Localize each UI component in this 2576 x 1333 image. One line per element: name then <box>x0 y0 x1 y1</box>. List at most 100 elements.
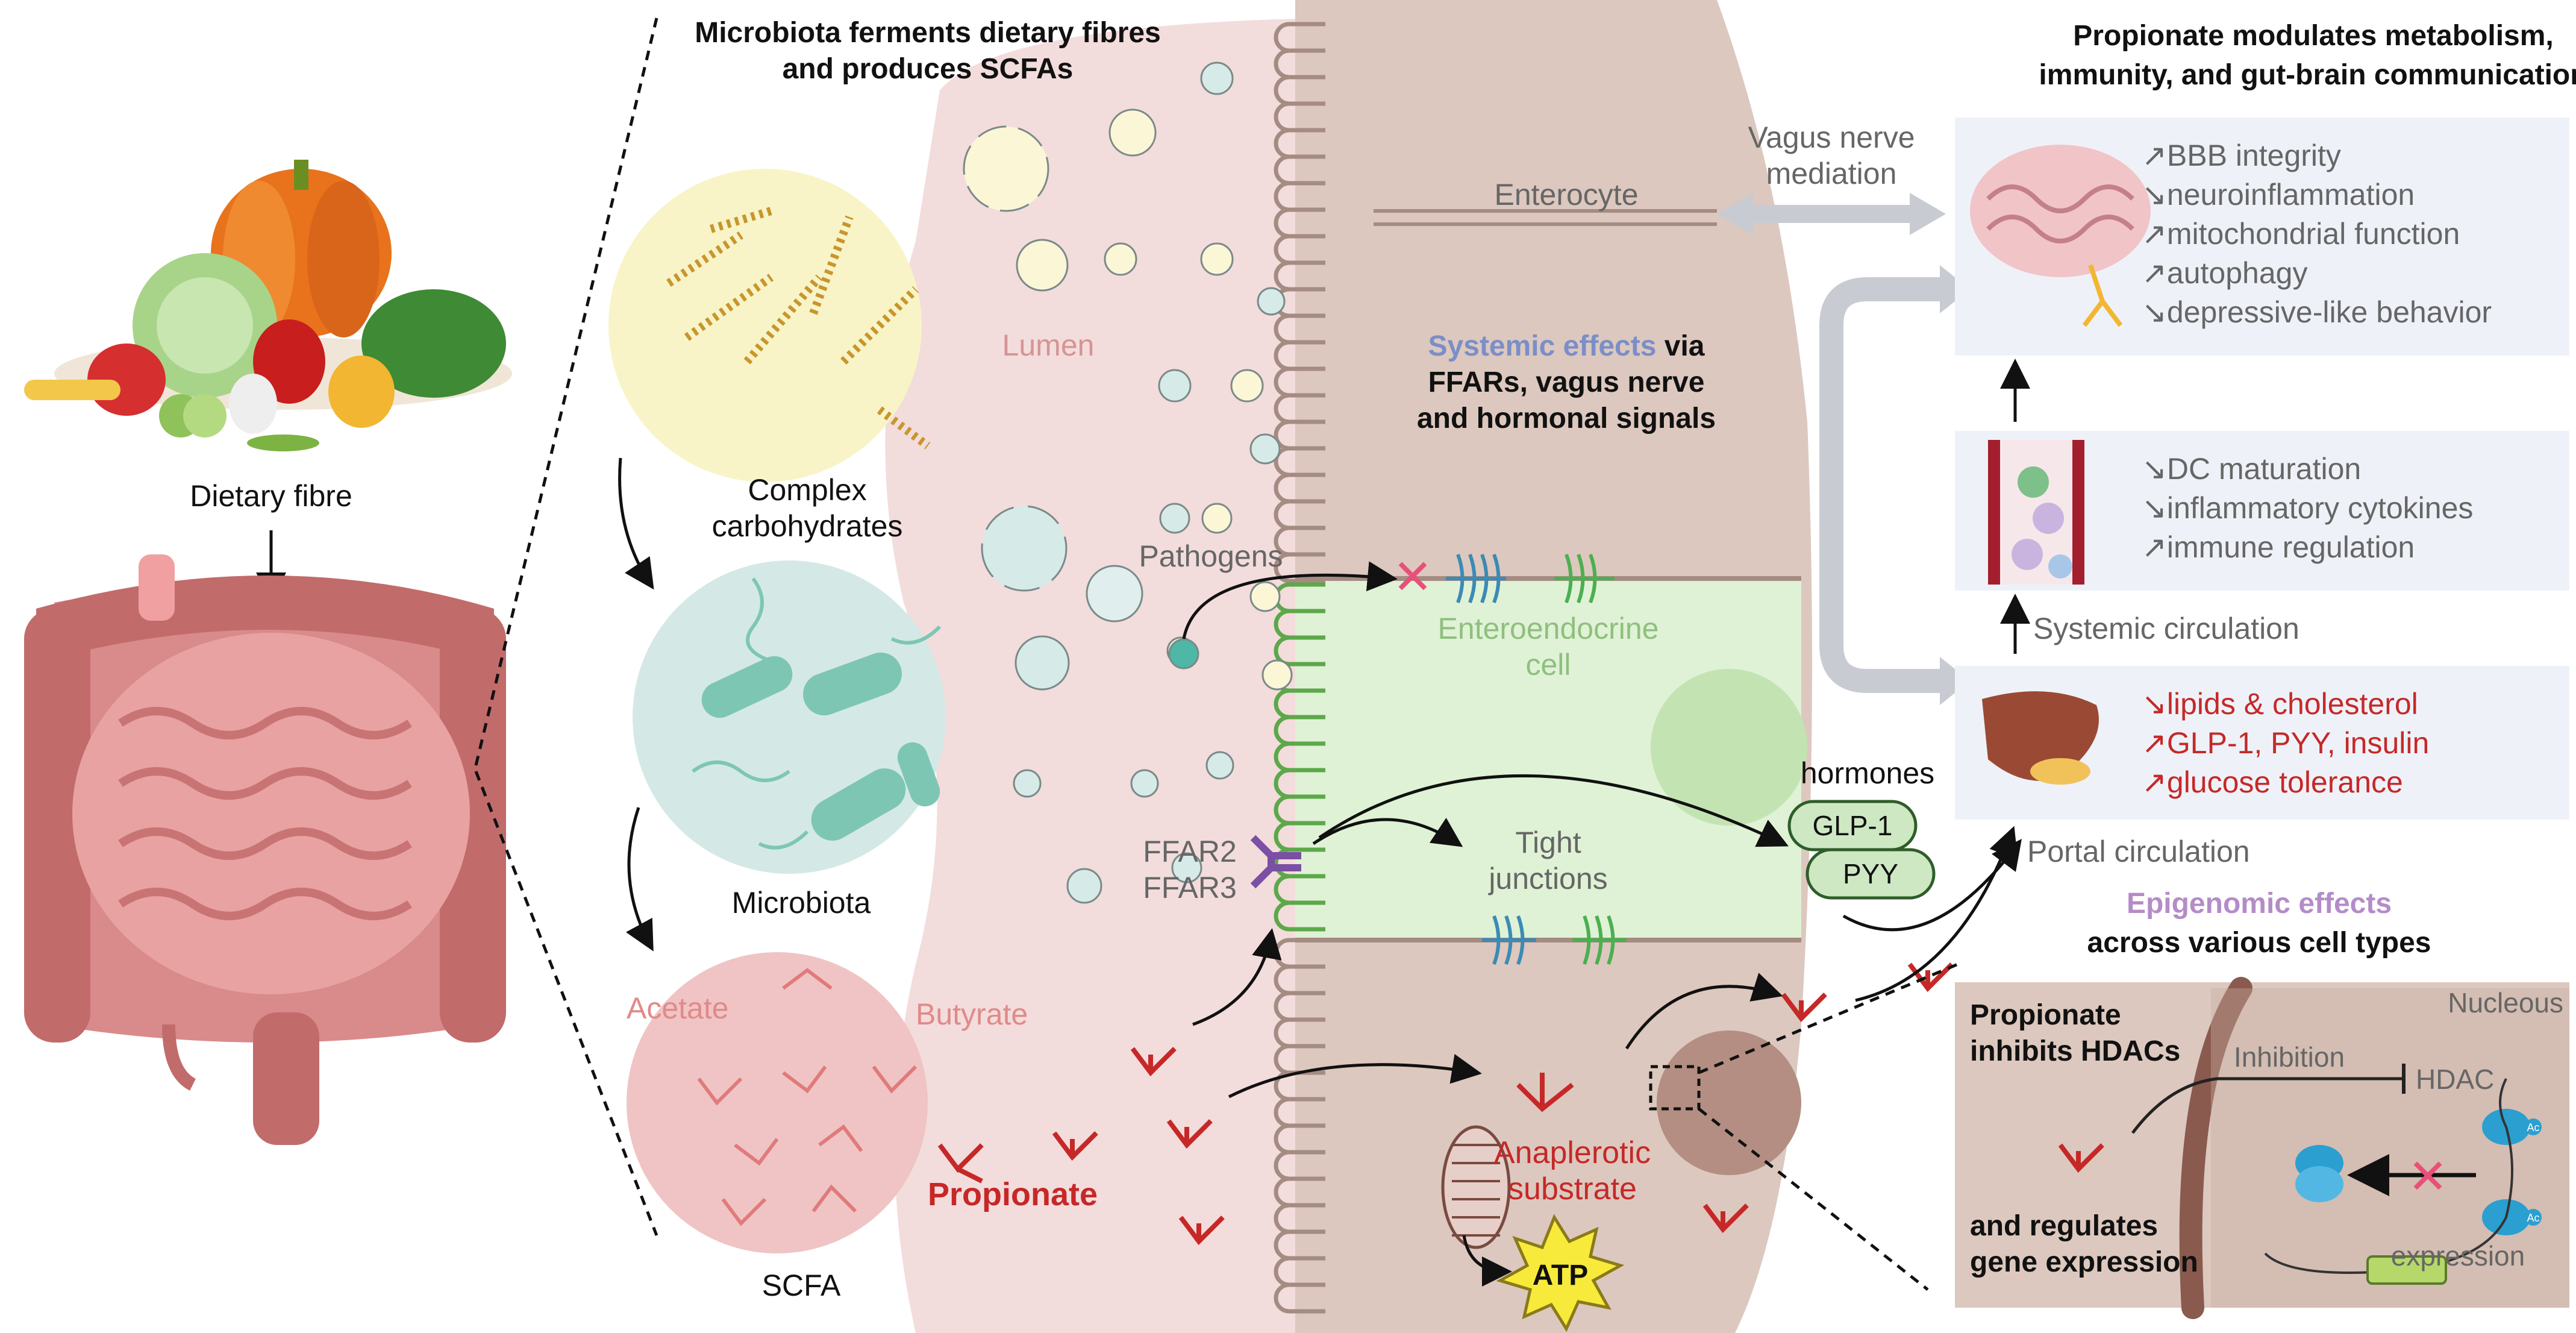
immune-effect: ↘DC maturation <box>2142 452 2361 486</box>
scfa-circle <box>627 952 928 1253</box>
liver-effect: ↗glucose tolerance <box>2142 765 2403 799</box>
enteroendocrine-nucleus <box>1651 669 1807 826</box>
ffar3-label: FFAR3 <box>1143 871 1237 905</box>
title-gut-1: Microbiota ferments dietary fibres <box>695 17 1161 49</box>
systemic-effects-via: via <box>1656 330 1704 362</box>
propionate-to-ffar-arrow <box>1192 928 1282 1026</box>
inhibition-label: Inhibition <box>2234 1041 2345 1073</box>
microbiota-to-scfa-arrow <box>625 807 654 952</box>
atp-burst <box>1496 1214 1625 1332</box>
blocked-x: ✕ <box>1392 550 1433 604</box>
immune-effect: ↗immune regulation <box>2142 530 2415 564</box>
ffar-to-hormones-arrow <box>1318 774 1789 847</box>
lumen-background <box>885 18 1325 1333</box>
propionate-label: Propionate <box>928 1176 1098 1212</box>
propionate-to-portal-arrow <box>1855 826 2018 1002</box>
pyy-label: PYY <box>1843 858 1898 889</box>
enteroendocrine-label-1: Enteroendocrine <box>1438 612 1659 645</box>
brain-effect: ↘depressive-like behavior <box>2142 295 2492 329</box>
complex-carbohydrates-label-1: Complex <box>748 473 866 507</box>
enteroendocrine-microvilli <box>1274 582 1325 932</box>
ffar-receptor-icon <box>1250 835 1301 889</box>
title-gut-2: and produces SCFAs <box>783 53 1074 85</box>
pathogens-label: Pathogens <box>1139 539 1283 573</box>
ffar2-label: FFAR2 <box>1143 835 1237 868</box>
liver-effects-list: ↘lipids & cholesterol ↗GLP-1, PYY, insul… <box>2142 687 2429 799</box>
tight-junctions-label-1: Tight <box>1515 826 1581 859</box>
nucleous-label: Nucleous <box>2448 987 2563 1018</box>
glp1-label: GLP-1 <box>1813 810 1893 841</box>
chromatin-icon <box>2264 1078 2542 1285</box>
ffar-to-junctions-arrow <box>1312 818 1463 847</box>
ac-tag: Ac <box>2527 1121 2539 1134</box>
pathogen-arrow <box>1182 561 1398 639</box>
inhibits-label-1: Propionate <box>1970 999 2121 1031</box>
liver-effect: ↘lipids & cholesterol <box>2142 687 2418 721</box>
inset-propionate <box>2058 1143 2104 1173</box>
scfa-label: SCFA <box>762 1269 841 1302</box>
atp-label: ATP <box>1533 1259 1588 1291</box>
intestine-illustration <box>24 554 506 1145</box>
lumen-particles <box>963 61 1293 904</box>
systemic-effects-line2: FFARs, vagus nerve <box>1428 366 1705 398</box>
epigenomic-label-2: across various cell types <box>2087 927 2431 959</box>
propionate-molecules <box>937 962 1954 1246</box>
lumen-label: Lumen <box>1002 328 1095 362</box>
brain-effects-list: ↗BBB integrity ↘neuroinflammation ↗mitoc… <box>2142 139 2492 329</box>
anaplerotic-label-2: substrate <box>1508 1171 1637 1206</box>
mitochondrion-icon <box>1441 1125 1511 1249</box>
brain-icon <box>1970 145 2151 327</box>
liver-icon <box>1982 691 2099 785</box>
brain-effect: ↗mitochondrial function <box>2142 217 2460 251</box>
immune-effect: ↘inflammatory cytokines <box>2142 491 2473 525</box>
carbs-to-microbiota-arrow <box>618 457 654 590</box>
nuclear-envelope <box>2179 977 2252 1319</box>
vagus-label-1: Vagus nerve <box>1748 121 1915 154</box>
systemic-circulation-label: Systemic circulation <box>2033 612 2299 645</box>
title-systemic-1: Propionate modulates metabolism, <box>2073 20 2553 52</box>
microbiota-circle <box>633 560 946 874</box>
inhibits-label-4: gene expression <box>1970 1246 2198 1278</box>
complex-carbohydrates-label-2: carbohydrates <box>712 509 903 543</box>
hormones-label: hormones <box>1801 756 1934 790</box>
ac-tag: Ac <box>2527 1212 2539 1224</box>
acetate-label: Acetate <box>627 991 729 1025</box>
tight-junctions-label-2: junctions <box>1487 862 1607 895</box>
portal-circulation-label: Portal circulation <box>2027 835 2250 868</box>
nucleus-zoom-box <box>1649 1065 1701 1111</box>
hdac-label: HDAC <box>2416 1064 2494 1095</box>
inhibition-line <box>2131 1077 2404 1134</box>
propionate-into-cell-arrow <box>1228 1054 1482 1099</box>
tight-junctions-top <box>1446 553 1615 604</box>
epigenomic-label-1: Epigenomic effects <box>2127 888 2392 920</box>
vagus-double-arrow <box>1717 193 1946 235</box>
enterocyte-nucleus <box>1657 1030 1801 1175</box>
vegetables-illustration <box>24 160 512 451</box>
vagus-label-2: mediation <box>1766 157 1897 190</box>
blocked-deacetylation-x: ✕ <box>2407 1150 2448 1203</box>
systemic-loop-arrow <box>1819 277 1940 693</box>
microbiota-label: Microbiota <box>732 886 871 920</box>
brain-effect: ↗autophagy <box>2142 256 2307 290</box>
pyy-badge <box>1805 848 1936 900</box>
immune-effects-list: ↘DC maturation ↘inflammatory cytokines ↗… <box>2142 452 2473 564</box>
systemic-effects-line1: Systemic effects via <box>1428 330 1705 362</box>
systemic-effects-line3: and hormonal signals <box>1417 403 1716 434</box>
brain-effect: ↘neuroinflammation <box>2142 178 2415 212</box>
tight-junctions-bottom <box>1482 915 1627 965</box>
brain-effect: ↗BBB integrity <box>2142 139 2341 172</box>
enteroendocrine-label-2: cell <box>1525 648 1571 682</box>
expression-label: expression <box>2391 1240 2525 1272</box>
cell-to-propionate-arrow <box>1625 973 1783 1050</box>
inhibits-label-3: and regulates <box>1970 1210 2158 1242</box>
butyrate-label: Butyrate <box>916 997 1028 1031</box>
inhibits-label-2: inhibits HDACs <box>1970 1035 2180 1067</box>
title-systemic-2: immunity, and gut-brain communication <box>2039 59 2576 91</box>
dietary-fibre-label: Dietary fibre <box>190 479 352 513</box>
mito-to-atp-arrow <box>1462 1235 1512 1287</box>
systemic-effects-highlight: Systemic effects <box>1428 330 1657 362</box>
complex-carbohydrates-circle <box>608 169 931 482</box>
liver-effect: ↗GLP-1, PYY, insulin <box>2142 726 2429 760</box>
enterocyte-label: Enterocyte <box>1494 178 1638 212</box>
